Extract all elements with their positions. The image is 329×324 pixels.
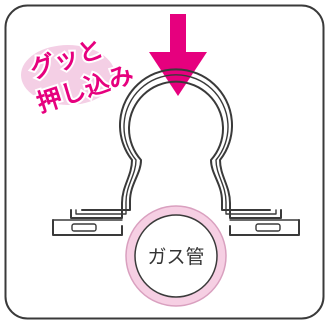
diagram-panel: グッと 押し込み	[4, 4, 325, 320]
pipe-saddle-clamp-icon	[52, 68, 300, 236]
gas-pipe-icon	[125, 205, 227, 307]
callout-highlight	[21, 45, 115, 105]
diagram-canvas: グッと 押し込み	[4, 4, 325, 320]
pipe-label: ガス管	[147, 246, 204, 268]
down-arrow-icon	[149, 14, 207, 96]
